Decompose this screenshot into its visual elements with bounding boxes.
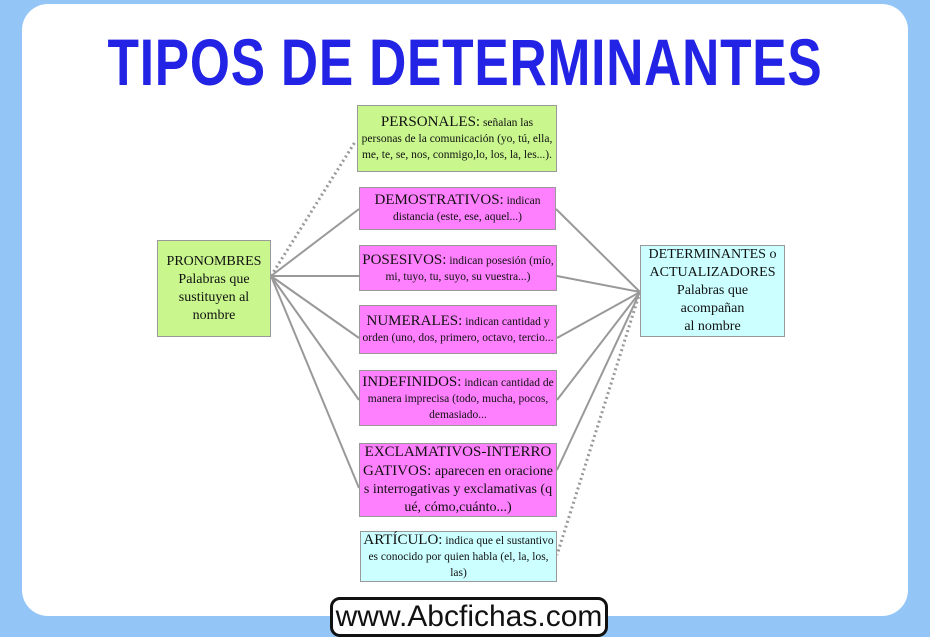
type-box-posesivos: POSESIVOS: indican posesión (mío, mi, tu… (359, 245, 557, 291)
connector (270, 275, 360, 339)
connector (556, 275, 641, 293)
connector (556, 291, 641, 471)
connector (556, 291, 641, 401)
type-box-exclamativos: EXCLAMATIVOS-INTERROGATIVOS: aparecen en… (359, 443, 557, 517)
type-box-personales: PERSONALES: señalan las personas de la c… (357, 105, 557, 172)
connectors (269, 141, 642, 556)
connector (555, 208, 641, 293)
connector (270, 275, 360, 489)
connector (556, 291, 641, 339)
dotted-connector (269, 141, 357, 277)
connector (270, 208, 360, 277)
dotted-connector (555, 291, 642, 556)
type-box-articulo: ARTÍCULO: indica que el sustantivo es co… (360, 531, 557, 582)
type-box-demostrativos: DEMOSTRATIVOS: indican distancia (este, … (359, 187, 556, 230)
connector (270, 275, 360, 401)
website-link[interactable]: www.Abcfichas.com (330, 597, 608, 637)
type-box-numerales: NUMERALES: indican cantidad y orden (uno… (359, 305, 557, 354)
type-box-indefinidos: INDEFINIDOS: indican cantidad de manera … (359, 370, 557, 426)
page-title: TIPOS DE DETERMINANTES (107, 25, 823, 99)
